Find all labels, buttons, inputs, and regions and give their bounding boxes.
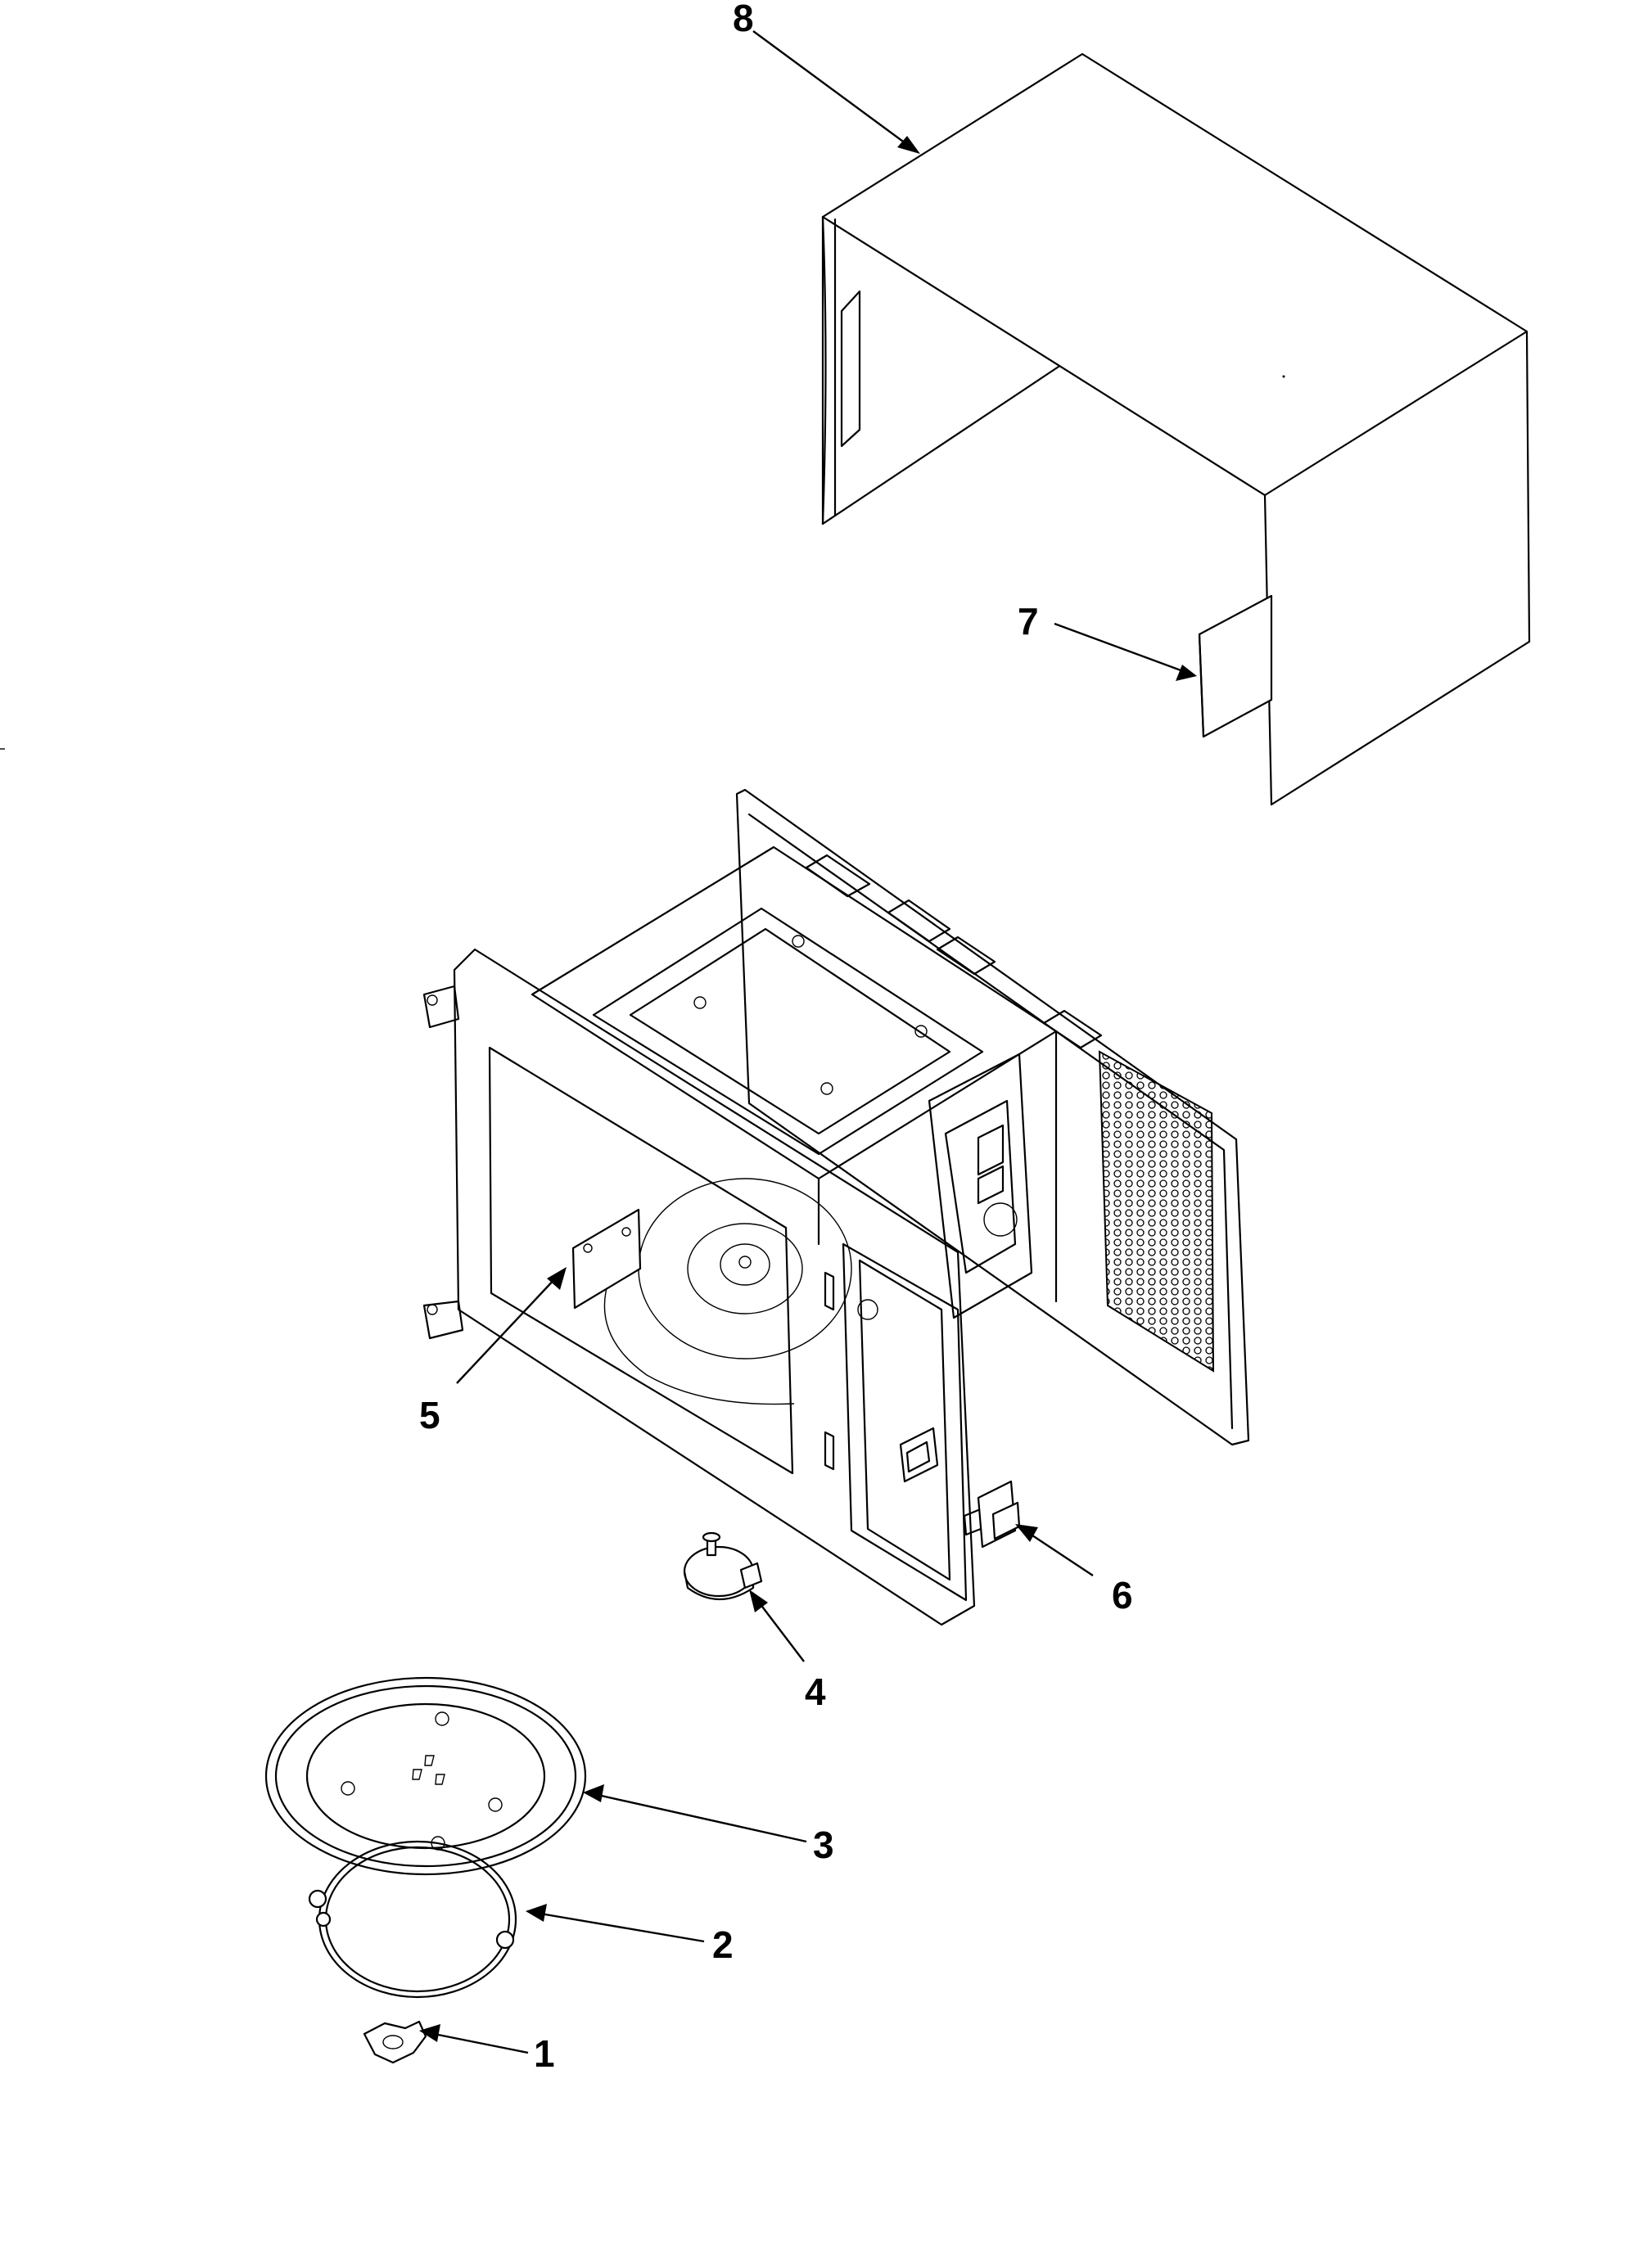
leader-line-2 [540,1912,705,1943]
arrowhead-2 [526,1904,547,1922]
dot-mark [1282,375,1285,378]
turntable-motor [683,1531,763,1601]
leader-line-8 [752,30,910,147]
glass-tray [264,1676,587,1876]
cabinet-label [1198,594,1273,738]
callout-label-1: 1 [534,2032,555,2075]
roller-ring [308,1840,517,1999]
callout-label-8: 8 [733,0,754,39]
callout-label-2: 2 [712,1923,734,1966]
callout-6: 6 [1015,1524,1133,1616]
leader-line-3 [597,1793,807,1843]
leader-line-4 [756,1599,805,1662]
callout-2: 2 [526,1904,734,1966]
turntable-coupler [363,2020,427,2064]
interlock-switch [963,1480,1021,1549]
callout-7: 7 [1018,600,1197,681]
callout-3: 3 [583,1784,834,1866]
outer-cabinet [821,52,1531,806]
arrowhead-7 [1176,665,1197,681]
callout-5: 5 [419,1267,567,1436]
callout-label-3: 3 [813,1824,834,1866]
callout-4: 4 [749,1589,826,1713]
waveguide-cover [571,1208,642,1310]
arrowhead-3 [583,1784,604,1802]
arrowhead-5 [547,1267,567,1290]
callout-1: 1 [419,2024,555,2075]
arrowhead-6 [1015,1524,1038,1542]
leader-line-1 [433,2032,529,2054]
leader-line-6 [1027,1531,1094,1577]
callout-label-5: 5 [419,1394,440,1436]
arrowhead-1 [419,2024,440,2042]
oven-chassis [422,788,1250,1626]
leader-line-7 [1054,622,1184,673]
callout-label-7: 7 [1018,600,1039,643]
callout-8: 8 [733,0,920,154]
callout-label-4: 4 [805,1671,826,1713]
callout-label-6: 6 [1112,1574,1133,1616]
arrowhead-8 [897,136,920,154]
arrowhead-4 [749,1589,768,1612]
leader-line-5 [456,1276,558,1384]
